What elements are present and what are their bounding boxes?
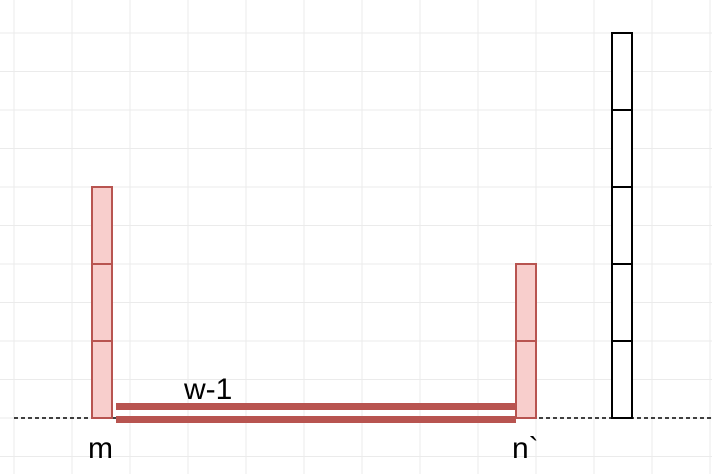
width-label: w-1 [183,373,232,406]
pillar-m [91,186,113,419]
pillar-n [515,263,537,419]
pillar-tall-block-1 [611,340,633,419]
width-bar-bottom [116,416,516,423]
pillar-n-block-1 [515,340,537,419]
pillar-n-label: n` [512,432,539,465]
pillar-n-block-2 [515,263,537,342]
width-indicator [116,403,516,423]
pillar-tall-block-3 [611,186,633,265]
pillar-tall-block-4 [611,109,633,188]
pillar-tall-block-2 [611,263,633,342]
pillar-m-block-1 [91,340,113,419]
pillar-tall [611,32,633,419]
pillar-m-block-3 [91,186,113,265]
width-bar-top [116,403,516,410]
pillar-tall-block-5 [611,32,633,111]
pillar-m-block-2 [91,263,113,342]
pillar-m-label: m [88,432,113,465]
